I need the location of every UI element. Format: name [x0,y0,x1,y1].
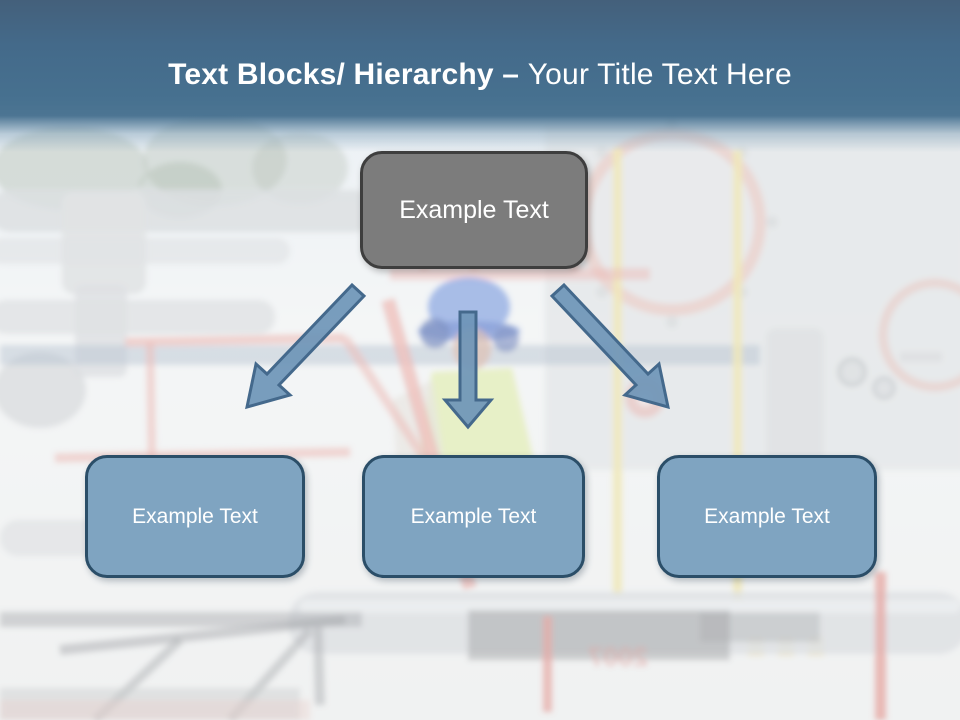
slide-title[interactable]: Text Blocks/ Hierarchy – Your Title Text… [0,57,960,93]
child-text-block-2-label: Example Text [410,504,537,528]
header-band [0,0,960,152]
child-text-block-1-label: Example Text [132,504,258,528]
child-text-block-1[interactable]: Example Text [85,455,305,578]
svg-text:2007: 2007 [588,642,648,672]
child-text-block-3-label: Example Text [704,504,830,528]
root-text-block[interactable]: Example Text [360,151,588,269]
slide-title-bold: Text Blocks/ Hierarchy – [168,58,528,91]
child-text-block-3[interactable]: Example Text [657,455,877,578]
root-text-block-label: Example Text [399,195,549,224]
child-text-block-2[interactable]: Example Text [362,455,585,578]
slide-title-regular: Your Title Text Here [527,58,792,91]
